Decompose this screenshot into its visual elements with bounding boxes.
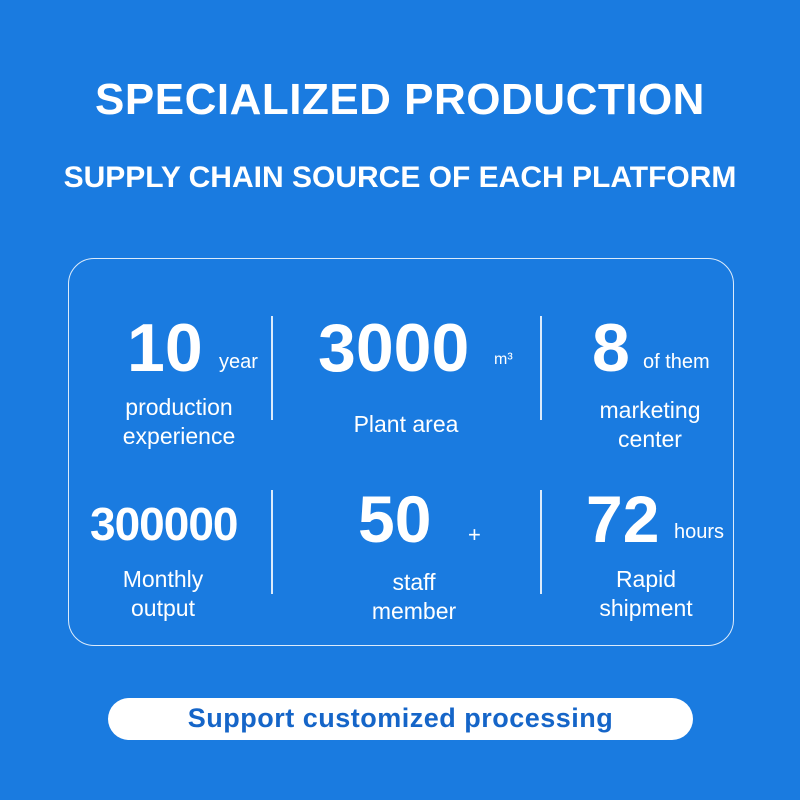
- customized-processing-button[interactable]: Support customized processing: [108, 698, 693, 740]
- stat-value-marketing: 8: [592, 310, 630, 386]
- stat-label-line: Rapid: [615, 566, 677, 592]
- stat-value-shipment: 72: [586, 482, 660, 556]
- stat-label-line: center: [618, 426, 682, 452]
- stat-label-monthly-output: Monthly output: [83, 565, 243, 623]
- stat-value-plant-area: 3000: [318, 310, 470, 386]
- stat-value-monthly-output: 300000: [90, 498, 238, 550]
- stat-label-plant-area: Plant area: [326, 410, 486, 439]
- stat-unit-marketing: of them: [643, 351, 710, 373]
- stat-value-experience: 10: [127, 310, 203, 386]
- stat-unit-staff: +: [468, 522, 481, 547]
- stat-unit-shipment: hours: [674, 521, 725, 543]
- divider: [540, 316, 542, 420]
- stat-label-line: staff: [392, 569, 436, 595]
- stat-label-line: output: [131, 595, 195, 621]
- stats-panel: [68, 258, 734, 646]
- divider: [540, 490, 542, 594]
- page-title: SPECIALIZED PRODUCTION: [95, 75, 705, 124]
- stat-label-line: Plant area: [353, 411, 459, 437]
- stat-label-line: marketing: [599, 397, 701, 423]
- divider: [271, 490, 273, 594]
- stat-label-line: Monthly: [122, 566, 204, 592]
- stat-unit-experience: year: [219, 351, 258, 373]
- stat-label-marketing: marketing center: [570, 396, 730, 454]
- stat-label-line: member: [371, 598, 457, 624]
- stat-value-staff: 50: [358, 482, 432, 556]
- page-subtitle: SUPPLY CHAIN SOURCE OF EACH PLATFORM: [63, 161, 737, 194]
- stat-label-line: experience: [122, 423, 236, 449]
- stat-label-staff: staff member: [334, 568, 494, 626]
- stat-unit-plant-area: m³: [494, 351, 513, 368]
- stat-label-line: production: [125, 394, 233, 420]
- stat-label-experience: production experience: [99, 393, 259, 451]
- divider: [271, 316, 273, 420]
- stat-label-shipment: Rapid shipment: [566, 565, 726, 623]
- stat-label-line: shipment: [599, 595, 693, 621]
